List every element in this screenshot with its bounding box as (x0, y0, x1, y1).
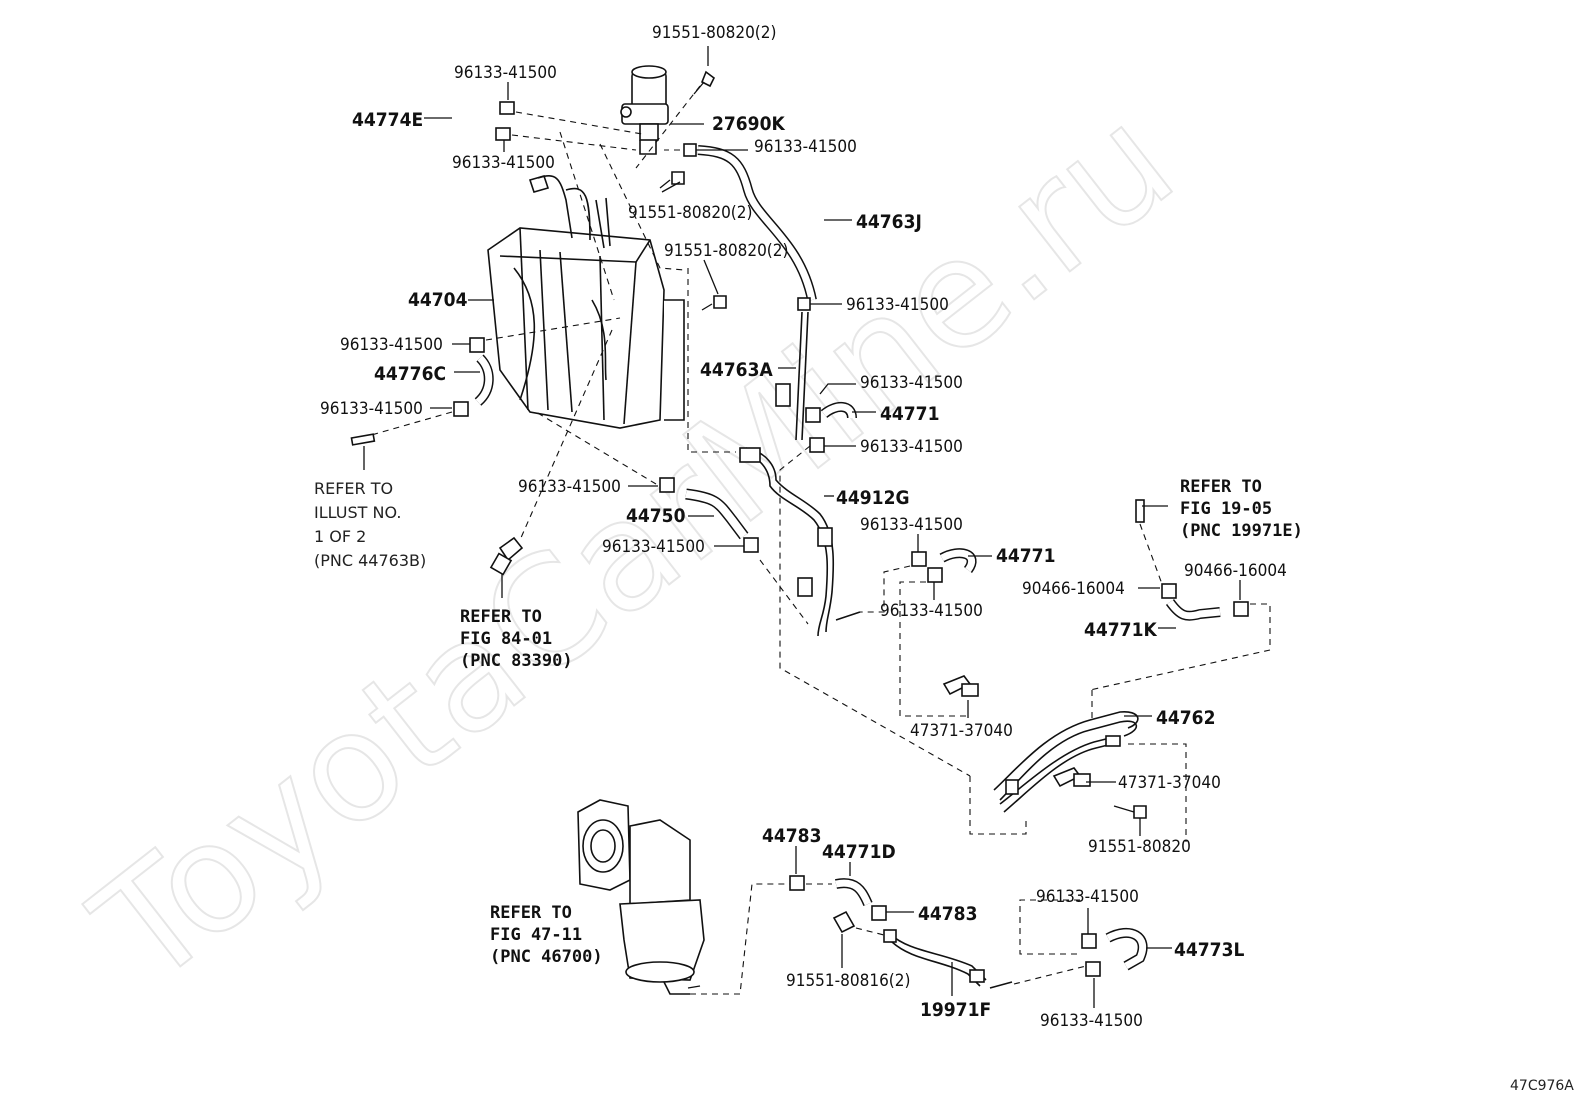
clip-47371-upper (942, 675, 979, 697)
label-44773L: 44773L (1174, 939, 1244, 961)
label-96133-41500-h: 96133-41500 (860, 437, 963, 457)
label-96133-41500-c: 96133-41500 (754, 137, 857, 157)
svg-text:FIG 47-11: FIG 47-11 (490, 925, 582, 945)
label-44771-upper: 44771 (880, 403, 939, 425)
svg-text:1 OF 2: 1 OF 2 (314, 527, 366, 546)
svg-text:FIG 19-05: FIG 19-05 (1180, 499, 1272, 519)
svg-text:(PNC 46700): (PNC 46700) (490, 947, 603, 967)
pipe-19971F-drawing (832, 910, 1013, 989)
tube-end-left (350, 433, 376, 446)
label-44763A: 44763A (700, 359, 773, 381)
svg-text:REFER TO: REFER TO (490, 903, 572, 923)
note-refer-fig-19-05: REFER TO FIG 19-05 (PNC 19971E) (1180, 477, 1303, 541)
bolt-mid (659, 171, 685, 189)
label-44750: 44750 (626, 505, 686, 527)
hose-44771-upper-drawing (805, 402, 857, 453)
svg-text:REFER TO: REFER TO (1180, 477, 1262, 497)
canister-44704-drawing (487, 175, 685, 429)
label-96133-41500-b: 96133-41500 (452, 153, 555, 173)
label-44771-lower: 44771 (996, 545, 1055, 567)
svg-text:(PNC 83390): (PNC 83390) (460, 651, 573, 671)
label-96133-41500-j: 96133-41500 (860, 515, 963, 535)
hose-44750-drawing (659, 477, 759, 553)
label-91551-80820-low: 91551-80820(2) (664, 241, 788, 261)
svg-text:(PNC 44763B): (PNC 44763B) (314, 551, 426, 570)
svg-text:(PNC 19971E): (PNC 19971E) (1180, 521, 1303, 541)
svg-text:REFER TO: REFER TO (460, 607, 542, 627)
label-44771K: 44771K (1084, 619, 1157, 641)
label-96133-41500-d: 96133-41500 (846, 295, 949, 315)
label-96133-41500-k: 96133-41500 (602, 537, 705, 557)
label-91551-80820-r: 91551-80820 (1088, 837, 1191, 857)
label-96133-41500-l: 96133-41500 (880, 601, 983, 621)
figure-reference-code: 47C976A (1510, 1078, 1574, 1094)
label-44783-b: 44783 (918, 903, 977, 925)
label-44912G: 44912G (836, 487, 910, 509)
hose-44771-lower-drawing (911, 548, 977, 583)
hose-44771D-drawing (789, 875, 887, 921)
pressure-sensor-drawing (489, 536, 524, 598)
label-96133-41500-g: 96133-41500 (320, 399, 423, 419)
hose-44763J-drawing (683, 143, 817, 302)
label-44783-a: 44783 (762, 825, 821, 847)
bolt-91551-right (1113, 805, 1147, 819)
hose-44763A-drawing (775, 297, 811, 441)
svg-text:REFER TO: REFER TO (314, 479, 393, 498)
pipe-44912G-drawing (739, 447, 861, 637)
label-96133-41500-i: 96133-41500 (518, 477, 621, 497)
label-91551-80820-mid: 91551-80820(2) (628, 203, 752, 223)
hose-44774E-drawing (460, 101, 515, 141)
label-44776C: 44776C (374, 363, 446, 385)
hose-44771K-drawing (1135, 499, 1249, 621)
label-90466-16004-b: 90466-16004 (1184, 561, 1287, 581)
label-19971F: 19971F (920, 999, 991, 1021)
label-91551-80820-top: 91551-80820(2) (652, 23, 776, 43)
label-47371-37040-a: 47371-37040 (910, 721, 1013, 741)
bolt-low (701, 295, 727, 311)
label-96133-41500-n: 96133-41500 (1040, 1011, 1143, 1031)
label-96133-41500-a: 96133-41500 (454, 63, 557, 83)
label-91551-80816: 91551-80816(2) (786, 971, 910, 991)
clip-47371-lower (1052, 767, 1091, 788)
label-27690K: 27690K (712, 113, 785, 135)
vsv-valve-drawing (620, 65, 669, 155)
pipe-44762-drawing (993, 711, 1139, 813)
label-96133-41500-e: 96133-41500 (340, 335, 443, 355)
label-47371-37040-b: 47371-37040 (1118, 773, 1221, 793)
note-refer-fig-84-01: REFER TO FIG 84-01 (PNC 83390) (460, 607, 573, 671)
note-refer-fig-47-11: REFER TO FIG 47-11 (PNC 46700) (490, 903, 603, 967)
note-refer-illust: REFER TO ILLUST NO. 1 OF 2 (PNC 44763B) (314, 479, 426, 570)
label-44763J: 44763J (856, 211, 922, 233)
label-44774E: 44774E (352, 109, 423, 131)
hose-44773L-drawing (1081, 927, 1148, 977)
label-96133-41500-f: 96133-41500 (860, 373, 963, 393)
label-96133-41500-m: 96133-41500 (1036, 887, 1139, 907)
throttle-body-drawing (577, 799, 705, 995)
leader-lines (363, 46, 1241, 1008)
label-44704: 44704 (408, 289, 468, 311)
svg-text:FIG 84-01: FIG 84-01 (460, 629, 552, 649)
svg-text:ILLUST NO.: ILLUST NO. (314, 503, 401, 522)
hose-44776C-drawing (453, 337, 494, 417)
label-44762: 44762 (1156, 707, 1215, 729)
label-90466-16004-a: 90466-16004 (1022, 579, 1125, 599)
label-44771D: 44771D (822, 841, 896, 863)
